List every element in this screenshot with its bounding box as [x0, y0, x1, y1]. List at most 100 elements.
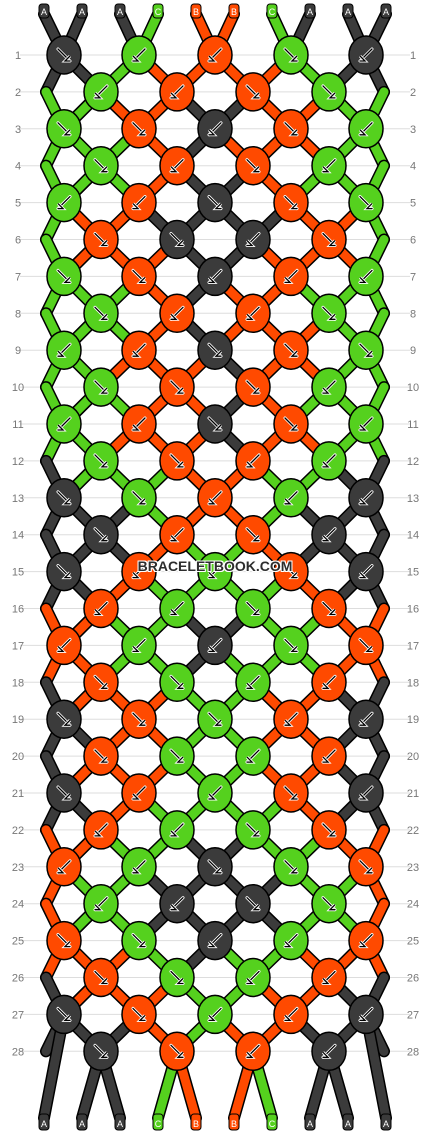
knot [311, 72, 347, 112]
knot [46, 256, 82, 297]
knot [83, 145, 119, 186]
knot [159, 736, 195, 776]
knot [348, 699, 384, 739]
knot [121, 773, 157, 813]
knot [273, 625, 309, 666]
knot [197, 109, 233, 149]
row-number-right: 12 [407, 456, 419, 468]
row-number-left: 24 [12, 899, 24, 911]
knot [311, 588, 347, 629]
bottom-string-label: A [41, 1119, 47, 1129]
knot [348, 182, 384, 223]
top-string-label: C [155, 7, 162, 17]
knot [273, 478, 309, 518]
bottom-string-label: A [79, 1119, 85, 1129]
row-number-left: 9 [15, 345, 21, 357]
knot [348, 920, 384, 961]
row-number-right: 26 [407, 973, 419, 985]
knot [348, 404, 384, 444]
row-number-left: 19 [12, 714, 24, 726]
knot [273, 699, 309, 739]
row-number-left: 20 [12, 751, 24, 763]
knot [121, 404, 157, 444]
knot [121, 109, 157, 149]
knot [46, 847, 82, 887]
bottom-string-end [228, 1113, 240, 1131]
row-number-right: 19 [407, 714, 419, 726]
top-string-end [152, 3, 164, 19]
knot [121, 478, 157, 518]
top-string-end [380, 3, 392, 19]
knot [197, 699, 233, 739]
bottom-string-end [38, 1113, 50, 1131]
knot [83, 219, 119, 260]
row-number-right: 6 [410, 235, 416, 247]
row-number-left: 14 [12, 530, 24, 542]
row-number-left: 7 [15, 271, 21, 283]
knot [121, 994, 157, 1035]
knot [273, 404, 309, 444]
bottom-string-label: B [193, 1119, 199, 1129]
row-number-right: 4 [410, 161, 416, 173]
knot [235, 514, 271, 555]
knot [273, 551, 309, 592]
knot [348, 256, 384, 297]
row-number-right: 20 [407, 751, 419, 763]
row-number-left: 25 [12, 936, 24, 948]
knot [121, 330, 157, 370]
row-number-right: 27 [407, 1009, 419, 1021]
bottom-string-label: A [117, 1119, 123, 1129]
row-number-left: 13 [12, 493, 24, 505]
row-number-left: 22 [12, 825, 24, 837]
knot [235, 145, 271, 186]
knot [235, 441, 271, 481]
top-string-end [190, 3, 202, 19]
row-number-right: 14 [407, 530, 419, 542]
top-string-end [114, 3, 126, 19]
knot [121, 920, 157, 961]
bottom-string-end [304, 1113, 316, 1131]
knot [83, 1031, 119, 1072]
top-string-label: A [79, 7, 85, 17]
knot [159, 367, 195, 407]
row-number-right: 9 [410, 345, 416, 357]
bottom-string-end [114, 1113, 126, 1131]
knot [311, 736, 347, 776]
top-string-label: A [383, 7, 389, 17]
knot [121, 699, 157, 739]
knot [235, 810, 271, 850]
knot [235, 736, 271, 776]
top-string-end [304, 3, 316, 19]
row-number-left: 12 [12, 456, 24, 468]
bottom-string-end [342, 1113, 354, 1131]
knot [83, 957, 119, 998]
row-number-right: 28 [407, 1046, 419, 1058]
knot [197, 478, 233, 518]
knot [83, 736, 119, 776]
knot [159, 957, 195, 998]
top-string-end [76, 3, 88, 19]
knot [235, 72, 271, 112]
bottom-string-end [190, 1113, 202, 1131]
knot [311, 367, 347, 407]
knot [348, 330, 384, 370]
knot [273, 920, 309, 961]
knot [235, 662, 271, 703]
knot [197, 920, 233, 961]
knot [83, 367, 119, 407]
row-number-right: 8 [410, 308, 416, 320]
knot [235, 588, 271, 629]
top-string-label: A [41, 7, 47, 17]
knot [121, 847, 157, 887]
row-number-left: 23 [12, 862, 24, 874]
row-number-right: 15 [407, 567, 419, 579]
knot [311, 219, 347, 260]
knot [197, 182, 233, 223]
row-number-left: 4 [15, 161, 21, 173]
knot [273, 182, 309, 223]
knot [83, 514, 119, 555]
knot [159, 514, 195, 555]
knot [197, 551, 233, 592]
knot [348, 551, 384, 592]
